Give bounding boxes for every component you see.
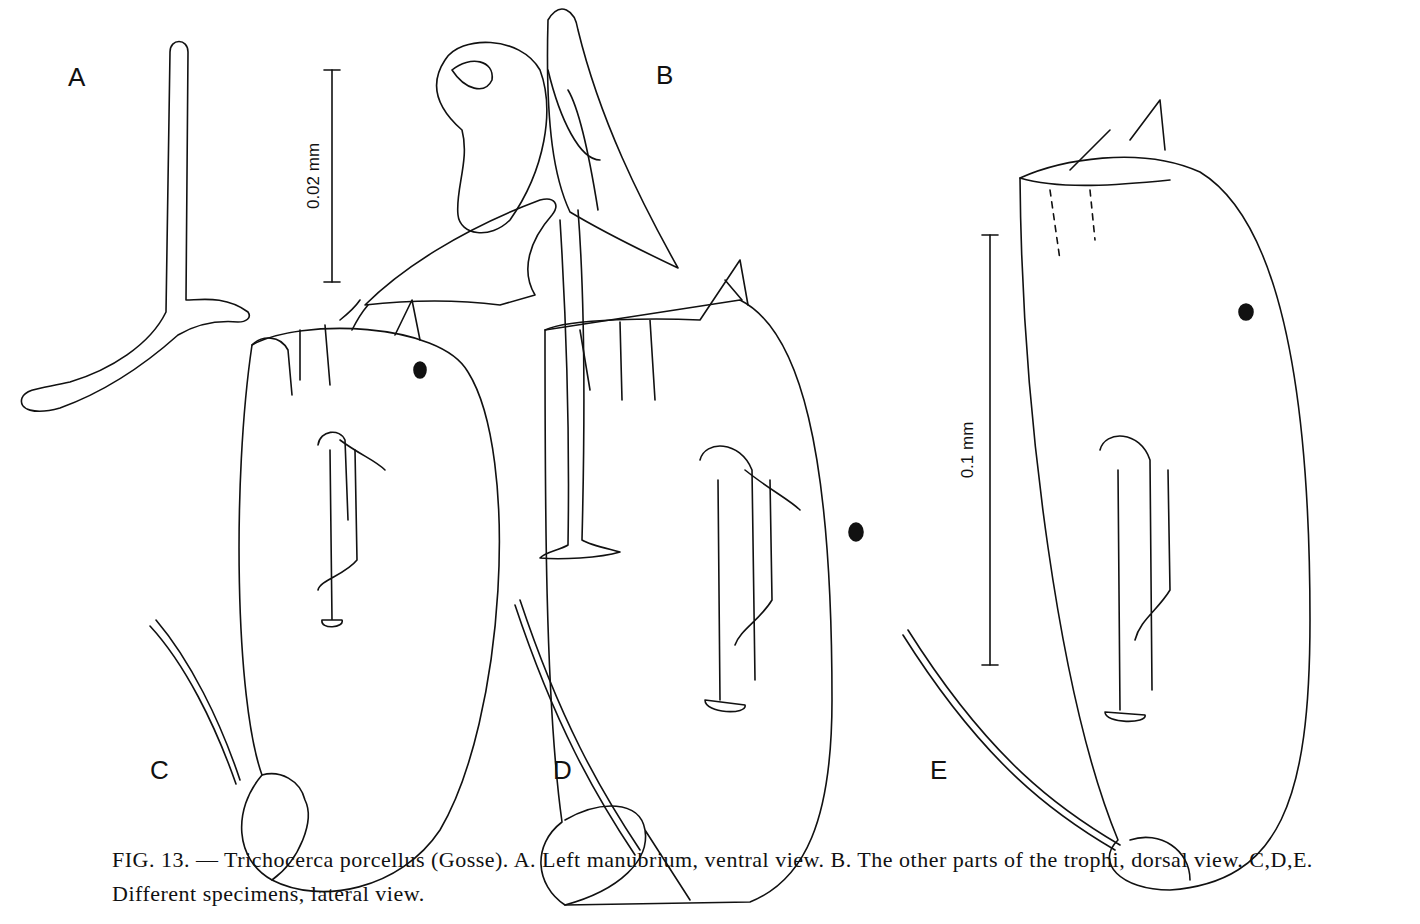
scale-bar (324, 70, 340, 282)
specimen-e (903, 100, 1310, 890)
scale-bar (982, 235, 998, 665)
specimen-c (150, 300, 499, 892)
manubrium-outline (21, 42, 249, 412)
trophi-drawing (365, 9, 678, 559)
panel-letter: A (68, 62, 85, 93)
scale-label: 0.1 mm (958, 422, 978, 479)
scale-label: 0.02 mm (304, 143, 324, 209)
panel-letter: E (930, 755, 947, 786)
figure-caption: FIG. 13. — Trichocerca porcellus (Gosse)… (112, 843, 1402, 911)
panel-letter: B (656, 60, 673, 91)
panel-letter: D (553, 755, 572, 786)
specimen-d (515, 260, 863, 905)
panel-letter: C (150, 755, 169, 786)
